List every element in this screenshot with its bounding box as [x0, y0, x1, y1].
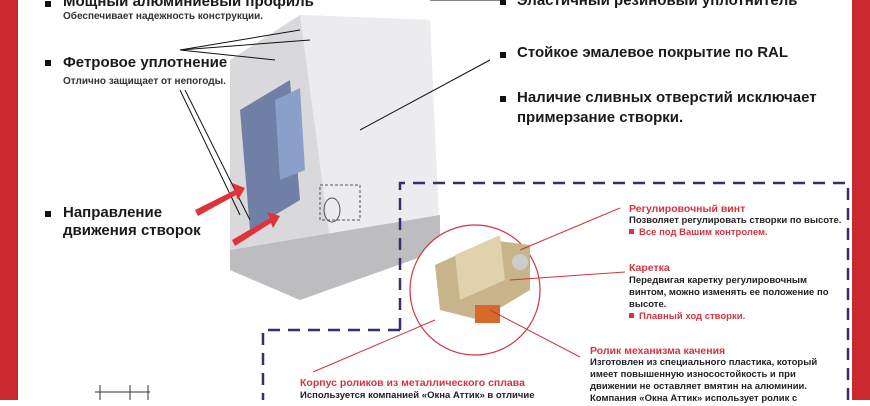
bullet-icon — [45, 60, 51, 66]
bullet-icon — [629, 313, 634, 318]
small-diagram — [95, 385, 150, 400]
bullet-icon — [45, 211, 51, 217]
direction-line1: Направление — [63, 204, 163, 221]
drain-line1: Наличие сливных отверстий исключает — [517, 89, 817, 106]
bullet-icon — [500, 52, 506, 58]
profile-title: Мощный алюминиевый профиль — [63, 0, 314, 10]
roller-desc1: Изготовлен из специального пластика, кот… — [590, 357, 818, 368]
screw-note: Все под Вашим контролем. — [629, 227, 768, 238]
detail-dashed-frame — [261, 181, 850, 400]
bullet-icon — [500, 0, 506, 5]
enamel-title: Стойкое эмалевое покрытие по RAL — [517, 44, 789, 61]
carriage-note: Плавный ход створки. — [629, 311, 745, 322]
housing-title: Корпус роликов из металлического сплава — [300, 377, 525, 389]
right-red-border — [852, 0, 870, 400]
housing-desc: Используется компанией «Окна Аттик» в от… — [300, 390, 535, 401]
direction-arrows — [195, 183, 280, 246]
roller-desc4: Компания «Окна Аттик» использует ролик с — [590, 393, 798, 404]
bullet-icon — [500, 96, 506, 102]
profile-subtitle: Обеспечивает надежность конструкции. — [63, 11, 264, 22]
screw-desc: Позволяет регулировать створки по высоте… — [629, 215, 842, 226]
drain-line2: примерзание створки. — [517, 109, 684, 126]
window-profile-drawing — [230, 15, 440, 300]
left-red-border — [0, 0, 18, 400]
screw-note-text: Все под Вашим контролем. — [639, 227, 768, 238]
felt-title: Фетровое уплотнение — [63, 54, 228, 71]
bullet-icon — [629, 229, 634, 234]
detail-callout-lines — [312, 207, 626, 373]
rubber-title: Эластичный резиновый уплотнитель — [517, 0, 798, 9]
roller-desc2: имеет повышенную износостойкость и при — [590, 369, 796, 380]
felt-subtitle: Отлично защищает от непогоды. — [63, 76, 226, 87]
screw-title: Регулировочный винт — [629, 203, 746, 215]
roller-desc3: движении не оставляет вмятин на алюминии… — [590, 381, 808, 392]
direction-line2: движения створок — [63, 222, 201, 239]
roller-title: Ролик механизма качения — [590, 345, 726, 357]
carriage-desc1: Передвигая каретку регулировочным — [629, 275, 808, 286]
roller-mechanism-drawing — [435, 235, 530, 323]
carriage-title: Каретка — [629, 262, 670, 274]
bullet-icon — [45, 1, 51, 7]
carriage-note-text: Плавный ход створки. — [639, 311, 746, 322]
carriage-desc2: винтом, можно изменять ее положение по — [629, 287, 829, 298]
carriage-desc3: высоте. — [629, 299, 667, 310]
